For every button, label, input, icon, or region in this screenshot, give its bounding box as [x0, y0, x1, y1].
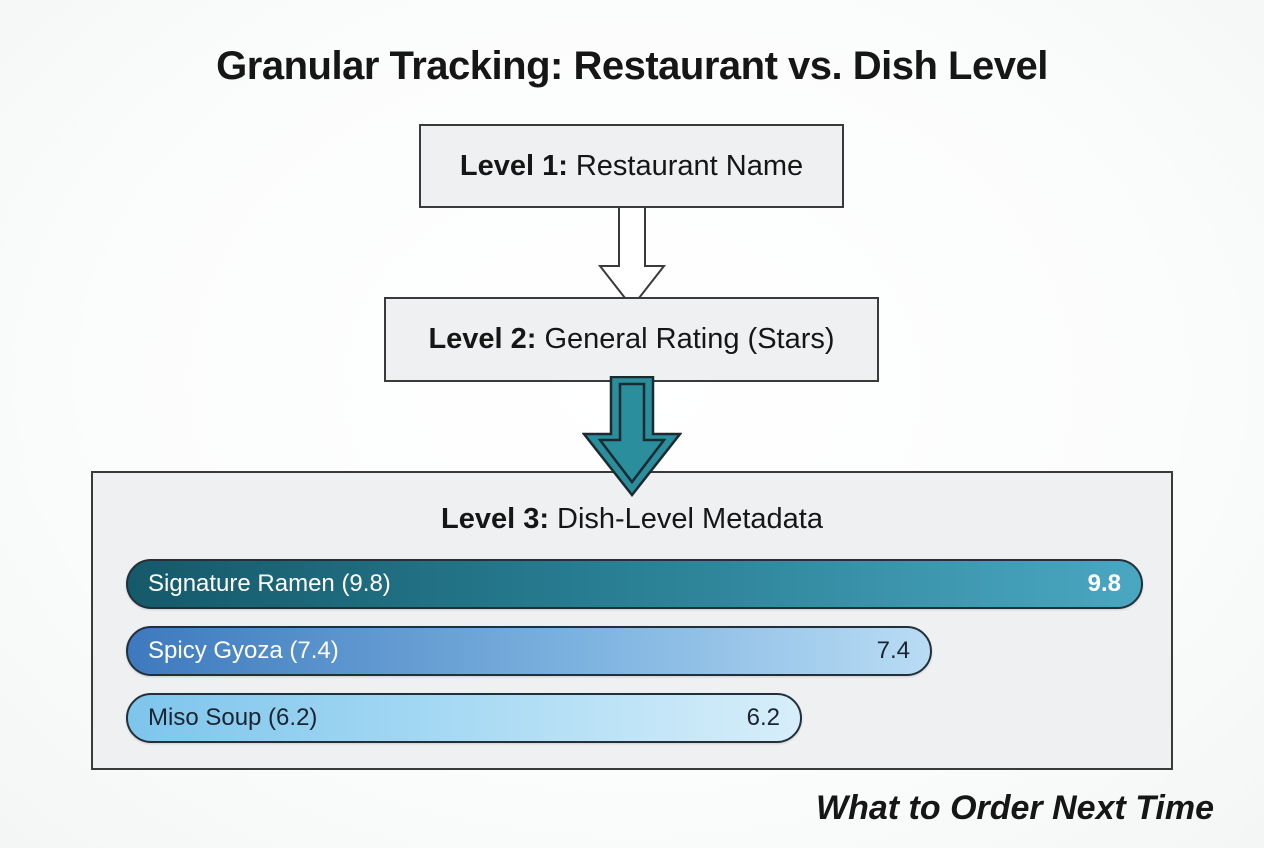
level-1-text: Restaurant Name — [575, 149, 804, 182]
level-2-label: Level 2: — [428, 323, 537, 355]
level-2-box: Level 2: General Rating (Stars) — [384, 297, 879, 382]
dish-bar-miso-soup: Miso Soup (6.2) 6.2 — [126, 693, 802, 743]
footer-caption: What to Order Next Time — [816, 789, 1214, 827]
dish-label: Signature Ramen (9.8) — [148, 570, 391, 597]
dish-label: Miso Soup (6.2) — [148, 704, 318, 731]
level-3-label: Level 3: — [441, 503, 549, 535]
down-arrow-outline-icon — [597, 206, 667, 309]
level-2-text: General Rating (Stars) — [544, 323, 835, 355]
dish-value: 7.4 — [876, 637, 910, 664]
level-3-text: Dish-Level Metadata — [557, 503, 823, 535]
dish-metadata-panel: Level 3:Dish-Level Metadata Signature Ra… — [91, 471, 1173, 770]
level-3-heading: Level 3:Dish-Level Metadata — [93, 503, 1171, 536]
dish-value: 9.8 — [1087, 570, 1121, 597]
dish-bar-signature-ramen: Signature Ramen (9.8) 9.8 — [126, 559, 1143, 609]
dish-value: 6.2 — [746, 704, 780, 731]
diagram-title: Granular Tracking: Restaurant vs. Dish L… — [216, 44, 1048, 88]
level-1-label: Level 1: — [459, 149, 568, 182]
level-1-box: Level 1: Restaurant Name — [419, 124, 844, 208]
dish-label: Spicy Gyoza (7.4) — [148, 637, 339, 664]
down-arrow-teal-icon — [582, 376, 682, 498]
dish-bar-spicy-gyoza: Spicy Gyoza (7.4) 7.4 — [126, 626, 932, 676]
